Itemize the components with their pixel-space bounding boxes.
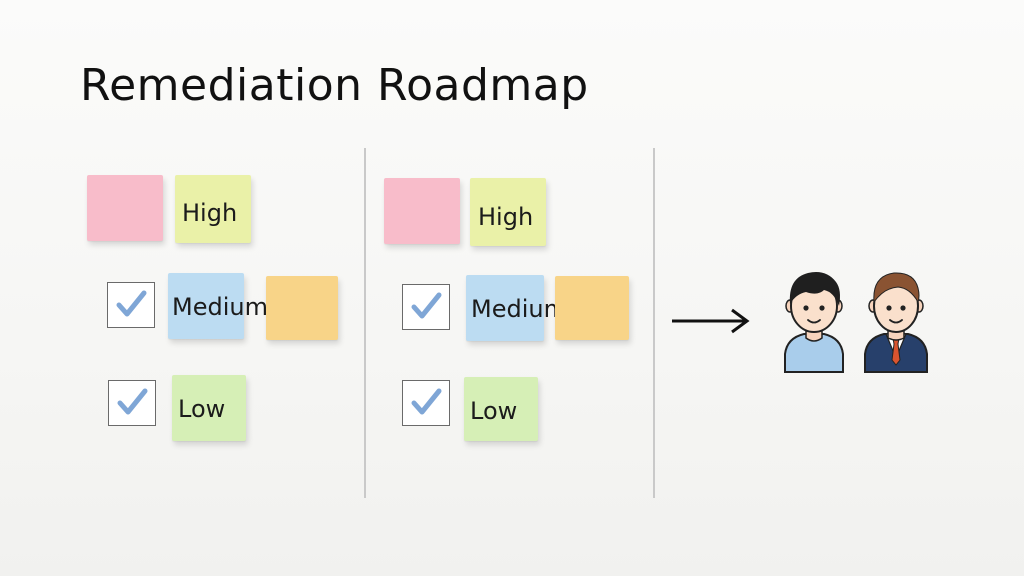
checkbox-medium[interactable]: [107, 282, 155, 328]
checkmark-icon: [411, 388, 442, 415]
priority-label-low: Low: [178, 395, 226, 423]
column-divider: [364, 148, 366, 498]
priority-label-medium: Medium: [471, 295, 567, 323]
checkbox-low[interactable]: [108, 380, 156, 426]
arrow-right-icon: [672, 308, 750, 334]
priority-label-medium: Medium: [172, 293, 268, 321]
priority-label-high: High: [182, 199, 238, 227]
sticky-note-orange: [555, 276, 629, 340]
sticky-note-orange: [266, 276, 338, 340]
sticky-note-pink: [87, 175, 163, 241]
sticky-note-low: Low: [172, 375, 246, 441]
sticky-note-high: High: [175, 175, 251, 243]
checkbox-low[interactable]: [402, 380, 450, 426]
checkbox-medium[interactable]: [402, 284, 450, 330]
sticky-note-low: Low: [464, 377, 538, 441]
priority-label-high: High: [478, 203, 534, 231]
checkmark-icon: [411, 292, 442, 319]
column-divider: [653, 148, 655, 498]
person-casual-icon: [784, 272, 844, 373]
checkmark-icon: [116, 290, 147, 317]
checkmark-icon: [117, 388, 148, 415]
sticky-note-medium: Medium: [466, 275, 567, 341]
sticky-note-high: High: [470, 178, 546, 246]
sticky-note-medium: Medium: [168, 273, 268, 339]
person-suit-icon: [864, 272, 928, 373]
priority-label-low: Low: [470, 397, 518, 425]
sticky-note-pink: [384, 178, 460, 244]
page-title: Remediation Roadmap: [80, 60, 589, 111]
